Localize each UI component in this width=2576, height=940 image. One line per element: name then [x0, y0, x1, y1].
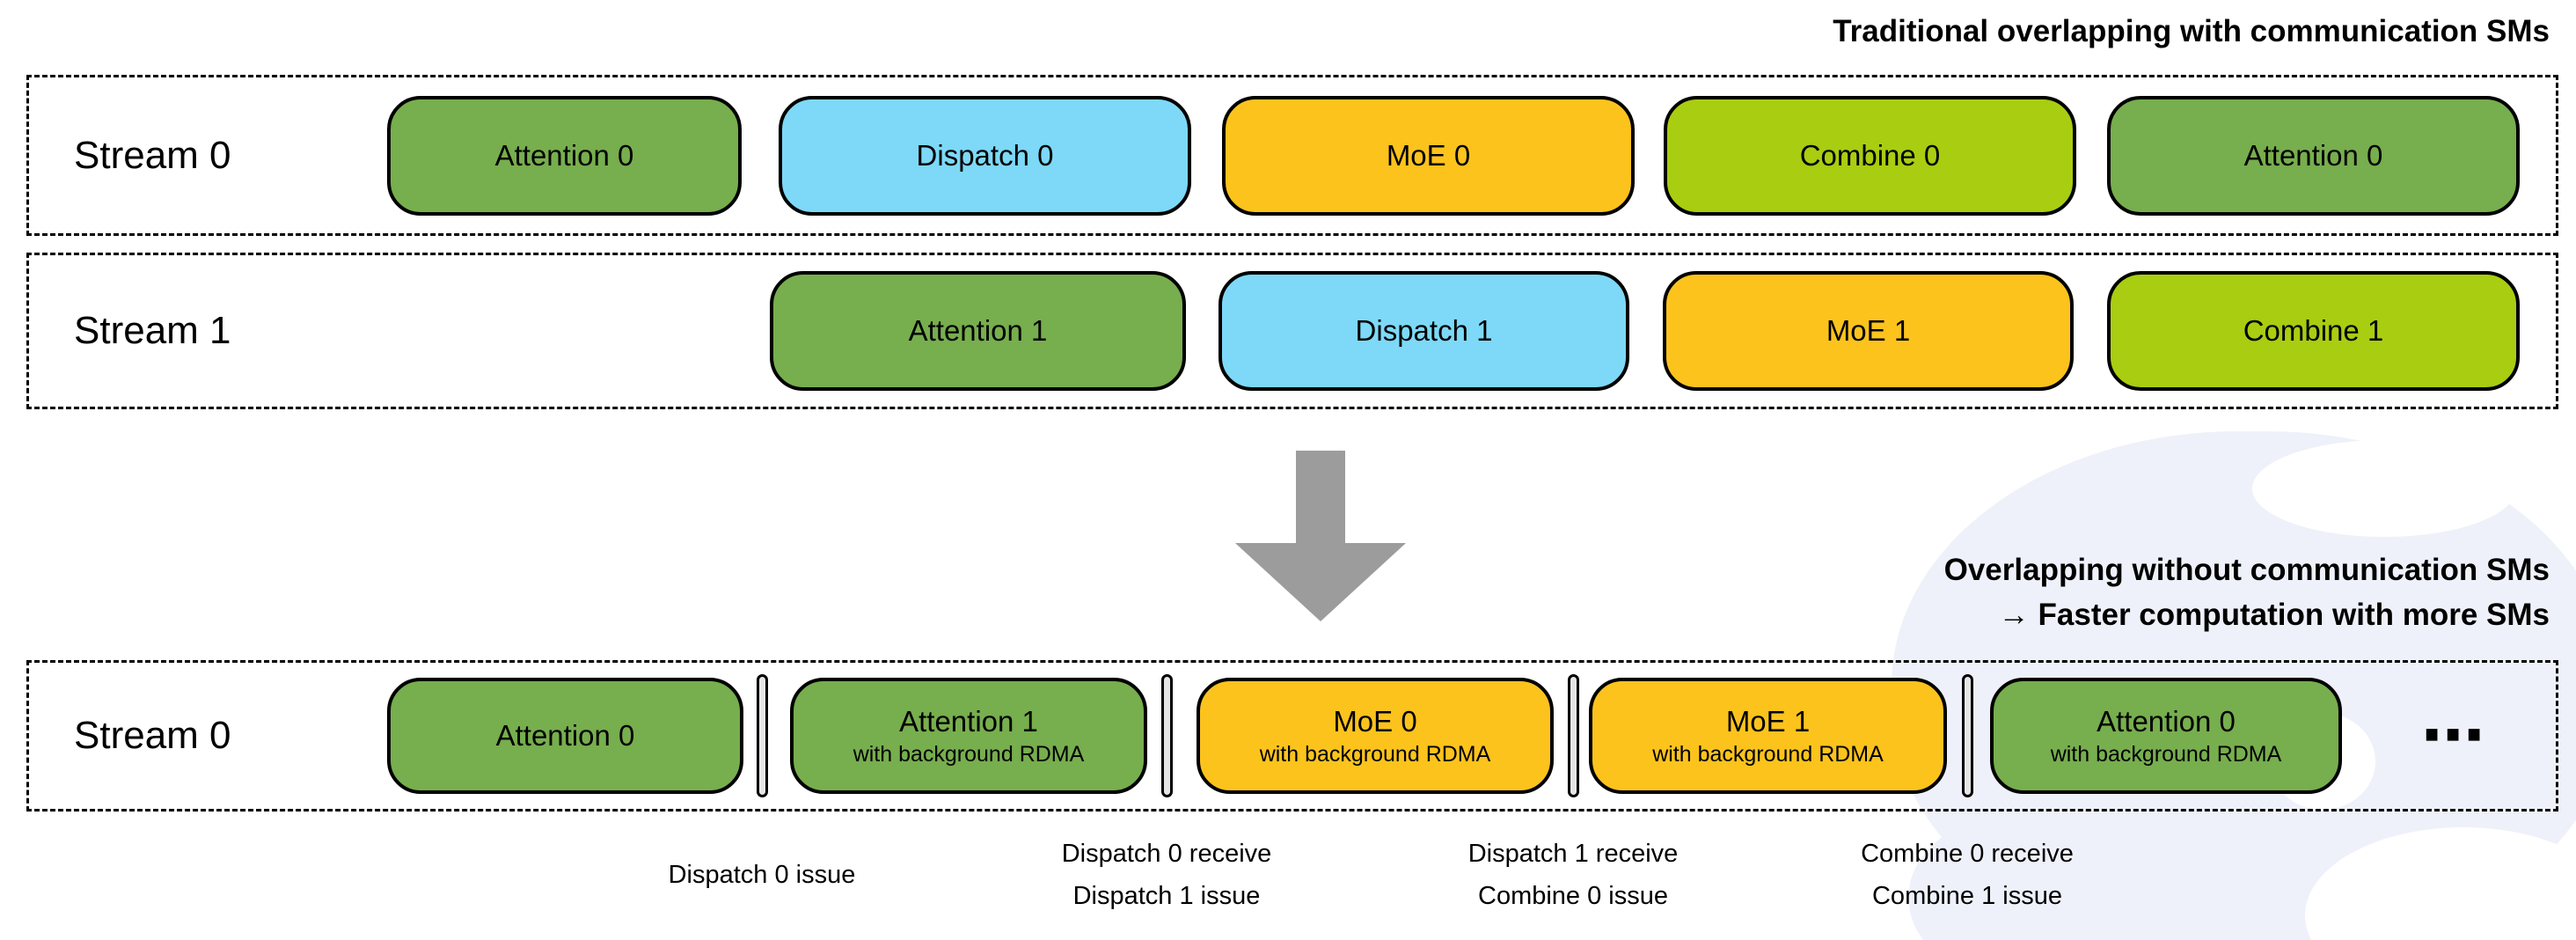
stream-divider — [1568, 674, 1579, 797]
task-block-combine-0: Combine 0 — [1664, 95, 2076, 216]
task-block-label: Attention 1 — [908, 314, 1048, 347]
task-block-label: MoE 0 — [1333, 705, 1417, 738]
stream-box-stream-1 — [26, 253, 2558, 409]
task-block-label: Attention 0 — [2097, 705, 2236, 738]
stream-box-stream-0 — [26, 660, 2558, 811]
rdma-annotation-line: Combine 0 receive — [1861, 840, 2074, 868]
task-block-moe-1: MoE 1 — [1663, 271, 2074, 391]
bottom-title-line1: Overlapping without communication SMs — [1943, 553, 2550, 587]
task-block-sublabel: with background RDMA — [853, 742, 1085, 767]
watermark-shape — [2252, 440, 2516, 537]
rdma-annotation-line: Combine 0 issue — [1478, 882, 1668, 910]
stream-divider — [1161, 674, 1173, 797]
stream-divider — [757, 674, 768, 797]
task-block-moe-1: MoE 1 with background RDMA — [1589, 678, 1947, 794]
task-block-dispatch-1: Dispatch 1 — [1218, 271, 1629, 391]
stream-label-stream-0: Stream 0 — [74, 714, 231, 757]
task-block-label: Attention 0 — [2243, 138, 2383, 172]
task-block-attention-1: Attention 1 with background RDMA — [790, 678, 1147, 794]
task-block-sublabel: with background RDMA — [1259, 742, 1491, 767]
continuation-ellipsis: ⋯ — [2421, 701, 2485, 771]
task-block-moe-0: MoE 0 with background RDMA — [1197, 678, 1554, 794]
task-block-label: Dispatch 0 — [916, 138, 1054, 172]
task-block-attention-0: Attention 0 — [2107, 95, 2520, 216]
task-block-label: MoE 1 — [1725, 705, 1811, 738]
rdma-annotation-line: Combine 1 issue — [1871, 882, 2062, 910]
rdma-annotation-line: Dispatch 1 receive — [1467, 840, 1679, 868]
bottom-title-line2: → Faster computation with more SMs — [1998, 598, 2550, 632]
down-arrow-head — [1235, 543, 1406, 621]
task-block-dispatch-0: Dispatch 0 — [779, 95, 1191, 216]
rdma-annotation: Dispatch 0 issue — [669, 833, 856, 896]
bottom-section-title: Overlapping without communication SMs → … — [1944, 547, 2550, 637]
task-block-combine-1: Combine 1 — [2107, 271, 2520, 391]
stream-box-stream-0 — [26, 75, 2558, 236]
task-block-moe-0: MoE 0 — [1222, 95, 1635, 216]
task-block-sublabel: with background RDMA — [1652, 742, 1884, 767]
down-arrow-icon — [1235, 451, 1406, 621]
task-block-attention-1: Attention 1 — [770, 271, 1186, 391]
task-block-label: MoE 0 — [1386, 138, 1471, 172]
stream-label-stream-0: Stream 0 — [74, 133, 231, 177]
task-block-label: Attention 0 — [495, 719, 635, 752]
task-block-attention-0: Attention 0 — [387, 95, 742, 216]
task-block-label: MoE 1 — [1826, 314, 1911, 347]
task-block-label: Attention 1 — [899, 705, 1038, 738]
watermark-shape — [1909, 792, 2314, 940]
task-block-label: Combine 0 — [1799, 138, 1941, 172]
task-block-attention-0: Attention 0 with background RDMA — [1990, 678, 2342, 794]
top-section-title: Traditional overlapping with communicati… — [1833, 14, 2550, 48]
stream-label-stream-1: Stream 1 — [74, 309, 231, 352]
task-block-label: Combine 1 — [2243, 314, 2384, 347]
task-block-label: Attention 0 — [494, 138, 634, 172]
rdma-annotation-line: Dispatch 0 issue — [668, 861, 856, 889]
task-block-label: Dispatch 1 — [1355, 314, 1493, 347]
task-block-sublabel: with background RDMA — [2050, 742, 2282, 767]
stream-divider — [1962, 674, 1973, 797]
rdma-annotation-line: Dispatch 1 issue — [1072, 882, 1261, 910]
rdma-annotation-line: Dispatch 0 receive — [1061, 840, 1272, 868]
down-arrow-shaft — [1296, 451, 1345, 544]
task-block-attention-0: Attention 0 — [387, 678, 743, 794]
